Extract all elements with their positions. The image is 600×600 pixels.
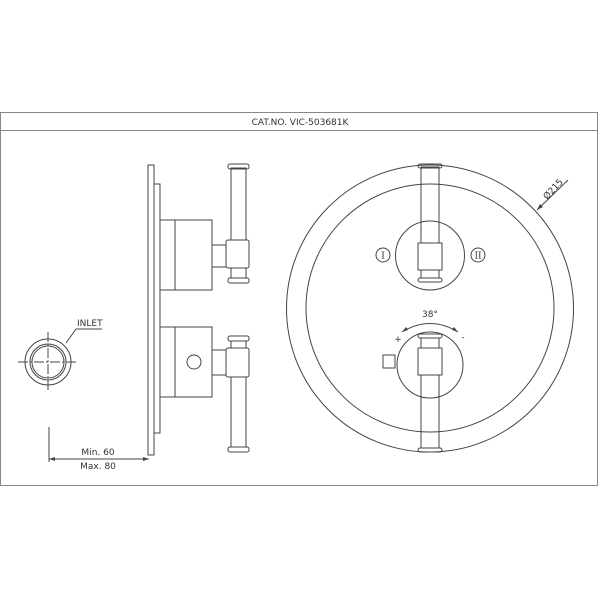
inlet-view: INLET (18, 319, 103, 392)
position-1-label: I (381, 252, 385, 262)
minus-label: - (461, 333, 464, 343)
front-view: I II 38° + - Ø215 (286, 163, 574, 453)
catalog-number: CAT.NO. VIC-503681K (252, 118, 350, 128)
side-view (147, 163, 250, 456)
drawing-frame (0, 112, 598, 486)
inlet-label: INLET (77, 319, 103, 329)
plus-label: + (394, 335, 402, 345)
dim-min-label: Min. 60 (81, 448, 114, 458)
diameter-label: Ø215 (541, 177, 566, 202)
depth-dimension: Min. 60 Max. 80 (48, 427, 149, 472)
dim-max-label: Max. 80 (80, 462, 116, 472)
rotation-angle-label: 38° (422, 310, 438, 320)
position-2-label: II (474, 252, 482, 262)
